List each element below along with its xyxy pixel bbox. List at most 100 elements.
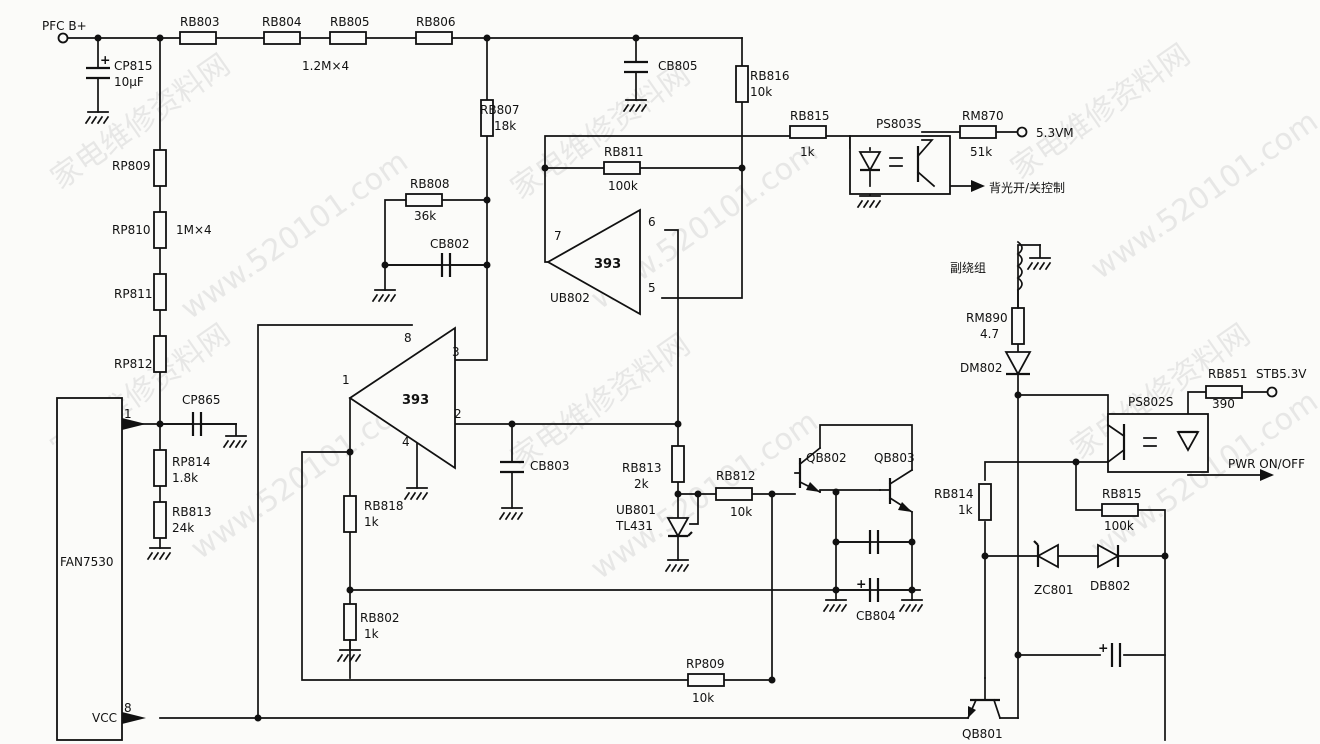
label-rb813a-val: 24k — [172, 521, 194, 535]
label-rb807-val: 18k — [494, 119, 516, 133]
diode-dm802 — [1004, 351, 1032, 376]
label-rb812-val: 10k — [730, 505, 752, 519]
capacitor-cb803 — [500, 460, 524, 474]
resistor-rb813b — [671, 445, 685, 483]
resistor-rp810 — [153, 211, 167, 249]
resistor-rp809b — [687, 673, 725, 687]
optocoupler-ps803s — [849, 135, 951, 195]
capacitor-cp815: + — [86, 52, 110, 80]
transistor-qb801 — [966, 698, 1002, 720]
watermark: 家电维修资料网 — [505, 57, 697, 206]
watermark: 家电维修资料网 — [1005, 37, 1197, 186]
resistor-rb805 — [329, 31, 367, 45]
label-cb802: CB802 — [430, 237, 470, 251]
resistor-rb803 — [179, 31, 217, 45]
label-pin8: 8 — [404, 331, 412, 345]
output-arrows — [971, 180, 1274, 481]
label-rp809b: RP809 — [686, 657, 724, 671]
label-pin7: 7 — [554, 229, 562, 243]
label-stb: STB5.3V — [1256, 367, 1307, 381]
label-pin1: 1 — [342, 373, 350, 387]
label-cb805: CB805 — [658, 59, 698, 73]
opamp-main-label: 393 — [402, 393, 429, 408]
capacitor-cb802 — [384, 253, 488, 277]
label-pin2: 2 — [454, 407, 462, 421]
resistor-rb814 — [978, 483, 992, 521]
resistor-rb816 — [735, 65, 749, 103]
capacitor-cb805 — [624, 60, 648, 74]
label-qb803: QB803 — [874, 451, 915, 465]
resistor-rb818 — [343, 495, 357, 533]
label-cp815-val: 10μF — [114, 75, 144, 89]
label-rb811-val: 100k — [608, 179, 638, 193]
resistor-rb806 — [415, 31, 453, 45]
svg-text:+: + — [1098, 640, 1108, 655]
label-rb802-val: 1k — [364, 627, 379, 641]
resistor-rp811 — [153, 273, 167, 311]
svg-text:+: + — [856, 576, 866, 591]
label-zc801: ZC801 — [1034, 583, 1074, 597]
label-vcc: VCC — [92, 711, 117, 725]
label-rm890: RM890 — [966, 311, 1008, 325]
label-pfc-b: PFC B+ — [42, 19, 87, 33]
label-rp812: RP812 — [114, 357, 152, 371]
label-rb811: RB811 — [604, 145, 643, 159]
label-cp865: CP865 — [182, 393, 221, 407]
label-rp814: RP814 — [172, 455, 210, 469]
opamp-main: 393 — [348, 326, 456, 470]
label-ps803s: PS803S — [876, 117, 921, 131]
label-rb808-val: 36k — [414, 209, 436, 223]
capacitor-cb804-top — [835, 530, 913, 554]
label-fan7530: FAN7530 — [60, 555, 114, 569]
capacitor-cp865 — [159, 412, 237, 436]
label-rb815b: RB815 — [1102, 487, 1141, 501]
svg-text:+: + — [100, 52, 110, 67]
label-rb807: RB807 — [480, 103, 519, 117]
ic-fan7530 — [56, 397, 146, 741]
label-r-chain: 1.2M×4 — [302, 59, 349, 73]
label-db802: DB802 — [1090, 579, 1130, 593]
label-rp809a: RP809 — [112, 159, 150, 173]
wires — [66, 37, 1269, 741]
label-ub801: UB801 — [616, 503, 656, 517]
label-ic-pin1: 1 — [124, 407, 132, 421]
label-ic-pin8: 8 — [124, 701, 132, 715]
opamp-ub802: 393 — [546, 208, 641, 316]
resistor-rb813a — [153, 501, 167, 539]
resistor-rb807 — [480, 99, 494, 137]
label-rb813a: RB813 — [172, 505, 211, 519]
label-v53: 5.3VM — [1036, 126, 1074, 140]
resistor-rb808 — [405, 193, 443, 207]
label-rp-chain: 1M×4 — [176, 223, 212, 237]
label-rb851: RB851 — [1208, 367, 1247, 381]
auxiliary-winding — [1016, 240, 1023, 309]
label-cb803: CB803 — [530, 459, 570, 473]
watermark: 家电维修资料网 — [505, 327, 697, 476]
transistor-qb803 — [879, 468, 914, 514]
label-rb812: RB812 — [716, 469, 755, 483]
resistor-rp812 — [153, 335, 167, 373]
label-rb816-val: 10k — [750, 85, 772, 99]
label-rp810: RP810 — [112, 223, 150, 237]
label-rb815b-val: 100k — [1104, 519, 1134, 533]
optocoupler-ps802s — [1106, 413, 1209, 473]
watermark: www.520101.com — [585, 404, 825, 587]
label-pwr: PWR ON/OFF — [1228, 457, 1305, 471]
label-ub802: UB802 — [550, 291, 590, 305]
capacitor-vcc: + — [1098, 640, 1122, 667]
label-rb814-val: 1k — [958, 503, 973, 517]
label-qb802: QB802 — [806, 451, 847, 465]
tl431-ub801 — [666, 517, 693, 538]
zener-zc801 — [1033, 540, 1059, 569]
label-qb801: QB801 — [962, 727, 1003, 741]
label-pin3: 3 — [452, 345, 460, 359]
label-rb815a-val: 1k — [800, 145, 815, 159]
label-rm890-val: 4.7 — [980, 327, 999, 341]
label-rb808: RB808 — [410, 177, 449, 191]
label-rb813b: RB813 — [622, 461, 661, 475]
label-dm802: DM802 — [960, 361, 1003, 375]
resistor-rb811 — [603, 161, 641, 175]
label-rb814: RB814 — [934, 487, 973, 501]
label-rb815a: RB815 — [790, 109, 829, 123]
